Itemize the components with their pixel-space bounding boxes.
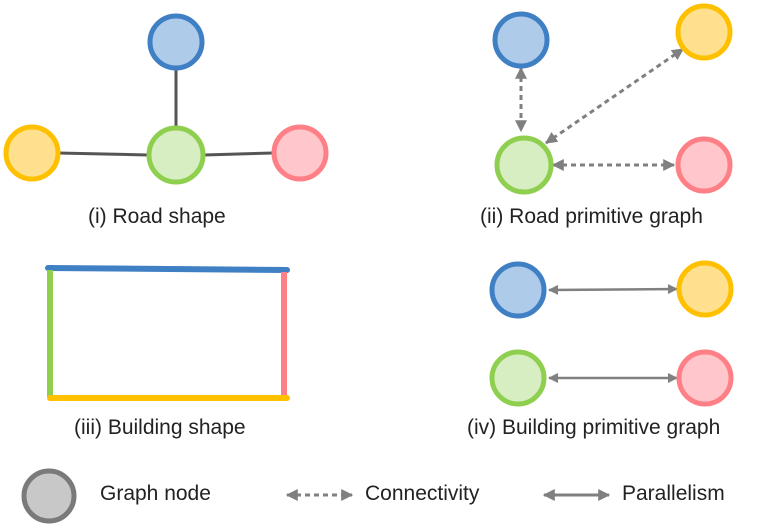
connectivity-edge-yellow-green bbox=[545, 47, 684, 145]
graph-node-red bbox=[675, 136, 733, 194]
road-node-red bbox=[271, 124, 329, 182]
building-edge-top bbox=[45, 265, 290, 273]
legend-node-label: Graph node bbox=[100, 482, 211, 505]
legend-node-icon bbox=[21, 468, 77, 524]
graph-node-blue bbox=[492, 11, 550, 69]
road-node-blue bbox=[147, 13, 205, 71]
building-shape bbox=[45, 265, 290, 401]
caption-road-graph: (ii) Road primitive graph bbox=[480, 205, 703, 228]
building-node-yellow bbox=[676, 260, 734, 318]
caption-road-shape: (i) Road shape bbox=[88, 205, 226, 228]
road-primitive-graph bbox=[492, 3, 733, 195]
legend-parallelism-label: Parallelism bbox=[622, 482, 725, 505]
road-edge-right bbox=[203, 151, 274, 157]
legend bbox=[21, 468, 611, 524]
building-node-red bbox=[676, 349, 734, 407]
caption-building-graph: (iv) Building primitive graph bbox=[467, 416, 721, 439]
building-node-green bbox=[489, 349, 547, 407]
road-node-yellow bbox=[3, 124, 61, 182]
graph-node-green bbox=[494, 135, 554, 195]
legend-connectivity-label: Connectivity bbox=[365, 482, 480, 505]
caption-building-shape: (iii) Building shape bbox=[74, 416, 246, 439]
building-primitive-graph bbox=[489, 260, 734, 407]
road-node-green bbox=[146, 125, 206, 185]
graph-node-yellow bbox=[675, 3, 733, 61]
building-node-blue bbox=[489, 261, 547, 319]
road-edge-left bbox=[57, 151, 149, 157]
road-shape bbox=[3, 13, 329, 185]
parallelism-edge-blue-yellow bbox=[548, 284, 678, 295]
